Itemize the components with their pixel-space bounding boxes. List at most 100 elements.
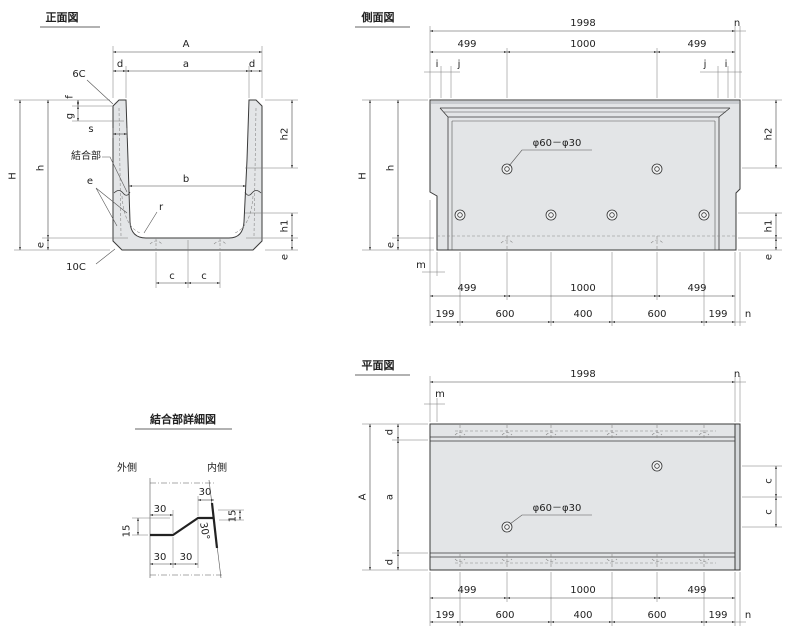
wall-top-lines <box>430 436 735 558</box>
side-hole-pitch-2: 600 <box>495 309 514 320</box>
side-dim-e-right: e <box>764 254 775 260</box>
outside-label: 外側 <box>117 461 137 474</box>
dim-s: s <box>88 124 93 135</box>
dim-c-right: c <box>201 271 207 282</box>
side-dim-m: m <box>416 260 426 271</box>
joint-dim-upper-30: 30 <box>154 504 167 515</box>
joint-inner-face-edge <box>210 502 219 549</box>
inner-wall-frame-secondary <box>444 111 726 250</box>
side-hole-pitch-5: 199 <box>708 309 727 320</box>
plan-lower-dim-3: 499 <box>687 585 706 596</box>
side-hidden-lines <box>437 235 735 250</box>
joint-break-lines <box>150 482 222 576</box>
plan-lower-dim-1: 499 <box>457 585 476 596</box>
side-view-title: 側面図 <box>361 10 395 24</box>
inner-wall-frame <box>439 107 731 250</box>
channel-cross-section <box>112 99 263 251</box>
dim-f: f <box>65 95 76 99</box>
hole <box>501 163 513 175</box>
plan-lower-dim-2: 1000 <box>570 585 595 596</box>
side-hole-pitch-4: 600 <box>647 309 666 320</box>
side-dim-h1: h1 <box>764 220 775 233</box>
plan-dim-c-upper: c <box>764 478 775 484</box>
side-dim-j-right: j <box>703 59 707 70</box>
joint-detail-title: 結合部詳細図 <box>150 412 216 426</box>
joint-dim-angle: 30° <box>197 521 211 540</box>
leader-lines <box>86 79 158 265</box>
plan-hole-pitch-4: 600 <box>647 610 666 621</box>
side-extension-lines <box>362 26 782 326</box>
plan-extension-lines <box>362 376 782 626</box>
plan-hole-spec-leader <box>509 514 592 525</box>
side-upper-dim-2: 1000 <box>570 39 595 50</box>
hole <box>651 163 663 175</box>
channel-plan-outline <box>429 423 736 571</box>
plan-hole-pitch-2: 600 <box>495 610 514 621</box>
side-lower-dim-3: 499 <box>687 283 706 294</box>
joint-label: 結合部 <box>71 149 101 162</box>
side-hole-pitch-3: 400 <box>573 309 592 320</box>
front-view: 正面図 A d a d 6C <box>8 10 298 288</box>
side-small-dim-lines <box>422 30 746 323</box>
top-chamfer-label: 6C <box>72 69 85 80</box>
plan-holes <box>501 460 663 533</box>
side-dim-H: H <box>358 172 369 180</box>
hole-spec-leader <box>508 149 592 167</box>
plan-dim-n-bottom: n <box>745 610 751 621</box>
plan-hole-pitch-1: 199 <box>435 610 454 621</box>
plan-hole-pitch-5: 199 <box>708 610 727 621</box>
side-hole-spec: φ60－φ30 <box>533 138 582 149</box>
side-lower-dim-1: 499 <box>457 283 476 294</box>
joint-dim-bottom-30-right: 30 <box>180 552 193 563</box>
bottom-chamfer-label: 10C <box>66 262 86 273</box>
joint-dim-left-15: 15 <box>122 525 133 538</box>
side-dim-i-left: i <box>436 59 439 70</box>
dim-d-right: d <box>249 59 255 70</box>
side-dimension-lines <box>369 30 777 323</box>
plan-dim-A: A <box>358 493 369 500</box>
side-dim-n-bottom: n <box>745 309 751 320</box>
dim-e-left: e <box>36 242 47 248</box>
plan-dim-c-lower: c <box>764 509 775 515</box>
hole <box>454 209 466 221</box>
hidden-lines <box>118 107 257 250</box>
side-dim-h: h <box>386 165 397 171</box>
joint-extension-lines <box>132 496 244 568</box>
side-lower-dim-2: 1000 <box>570 283 595 294</box>
joint-dim-top-30: 30 <box>199 487 212 498</box>
joint-dim-bottom-30-left: 30 <box>154 552 167 563</box>
dim-g: g <box>65 113 76 119</box>
dim-a: a <box>183 59 189 70</box>
hole <box>698 209 710 221</box>
hole <box>606 209 618 221</box>
plan-hole-pitch-3: 400 <box>573 610 592 621</box>
front-view-title: 正面図 <box>46 10 79 24</box>
dim-A: A <box>183 39 190 50</box>
hole <box>501 521 513 533</box>
plan-dim-m: m <box>435 389 445 400</box>
hole <box>651 460 663 472</box>
joint-dim-right-15: 15 <box>228 510 239 523</box>
dim-c-left: c <box>169 271 175 282</box>
side-dim-h2: h2 <box>764 128 775 141</box>
channel-side-outline <box>429 99 741 251</box>
side-holes <box>454 163 710 221</box>
plan-total-length: 1998 <box>570 369 595 380</box>
plan-dim-d-top: d <box>385 429 396 435</box>
side-view: 側面図 <box>355 10 782 326</box>
dim-e-leader: e <box>87 176 93 187</box>
plan-dimension-lines <box>369 381 777 623</box>
top-edge-band <box>431 101 739 104</box>
side-upper-dim-3: 499 <box>687 39 706 50</box>
joint-mark-left <box>113 190 131 196</box>
side-total-length: 1998 <box>570 18 595 29</box>
dim-b: b <box>183 174 189 185</box>
plan-hole-spec: φ60－φ30 <box>533 503 582 514</box>
extension-lines <box>14 46 298 288</box>
dim-H: H <box>8 172 19 180</box>
plan-dim-d-bottom: d <box>385 559 396 565</box>
inside-label: 内側 <box>207 461 227 474</box>
joint-profile <box>150 516 213 537</box>
side-dim-e-left: e <box>386 242 397 248</box>
